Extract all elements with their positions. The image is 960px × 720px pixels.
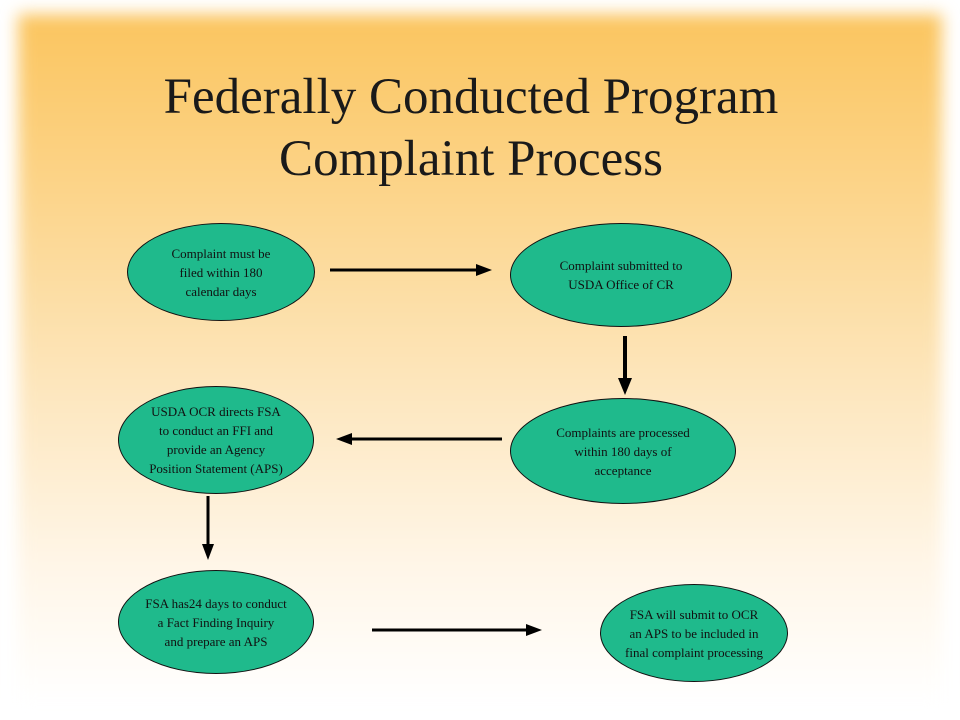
title-line-1: Federally Conducted Program <box>163 69 779 125</box>
title-line-2: Complaint Process <box>279 131 663 187</box>
node-complaint-filed-label: Complaint must be filed within 180 calen… <box>171 245 271 299</box>
node-ocr-directs-fsa-label: USDA OCR directs FSA to conduct an FFI a… <box>149 404 283 476</box>
node-complaint-submitted: Complaint submitted to USDA Office of CR <box>510 223 732 327</box>
node-complaint-filed: Complaint must be filed within 180 calen… <box>127 223 315 321</box>
node-fsa-submit-ocr: FSA will submit to OCR an APS to be incl… <box>600 584 788 682</box>
slide-title: Federally Conducted Program Complaint Pr… <box>0 66 942 190</box>
node-fsa-fact-finding: FSA has24 days to conduct a Fact Finding… <box>118 570 314 674</box>
node-fsa-submit-ocr-label: FSA will submit to OCR an APS to be incl… <box>625 606 763 660</box>
node-ocr-directs-fsa: USDA OCR directs FSA to conduct an FFI a… <box>118 386 314 494</box>
node-complaint-submitted-label: Complaint submitted to USDA Office of CR <box>559 258 683 292</box>
node-complaints-processed-label: Complaints are processed within 180 days… <box>556 424 690 478</box>
node-fsa-fact-finding-label: FSA has24 days to conduct a Fact Finding… <box>145 595 287 649</box>
node-complaints-processed: Complaints are processed within 180 days… <box>510 398 736 504</box>
